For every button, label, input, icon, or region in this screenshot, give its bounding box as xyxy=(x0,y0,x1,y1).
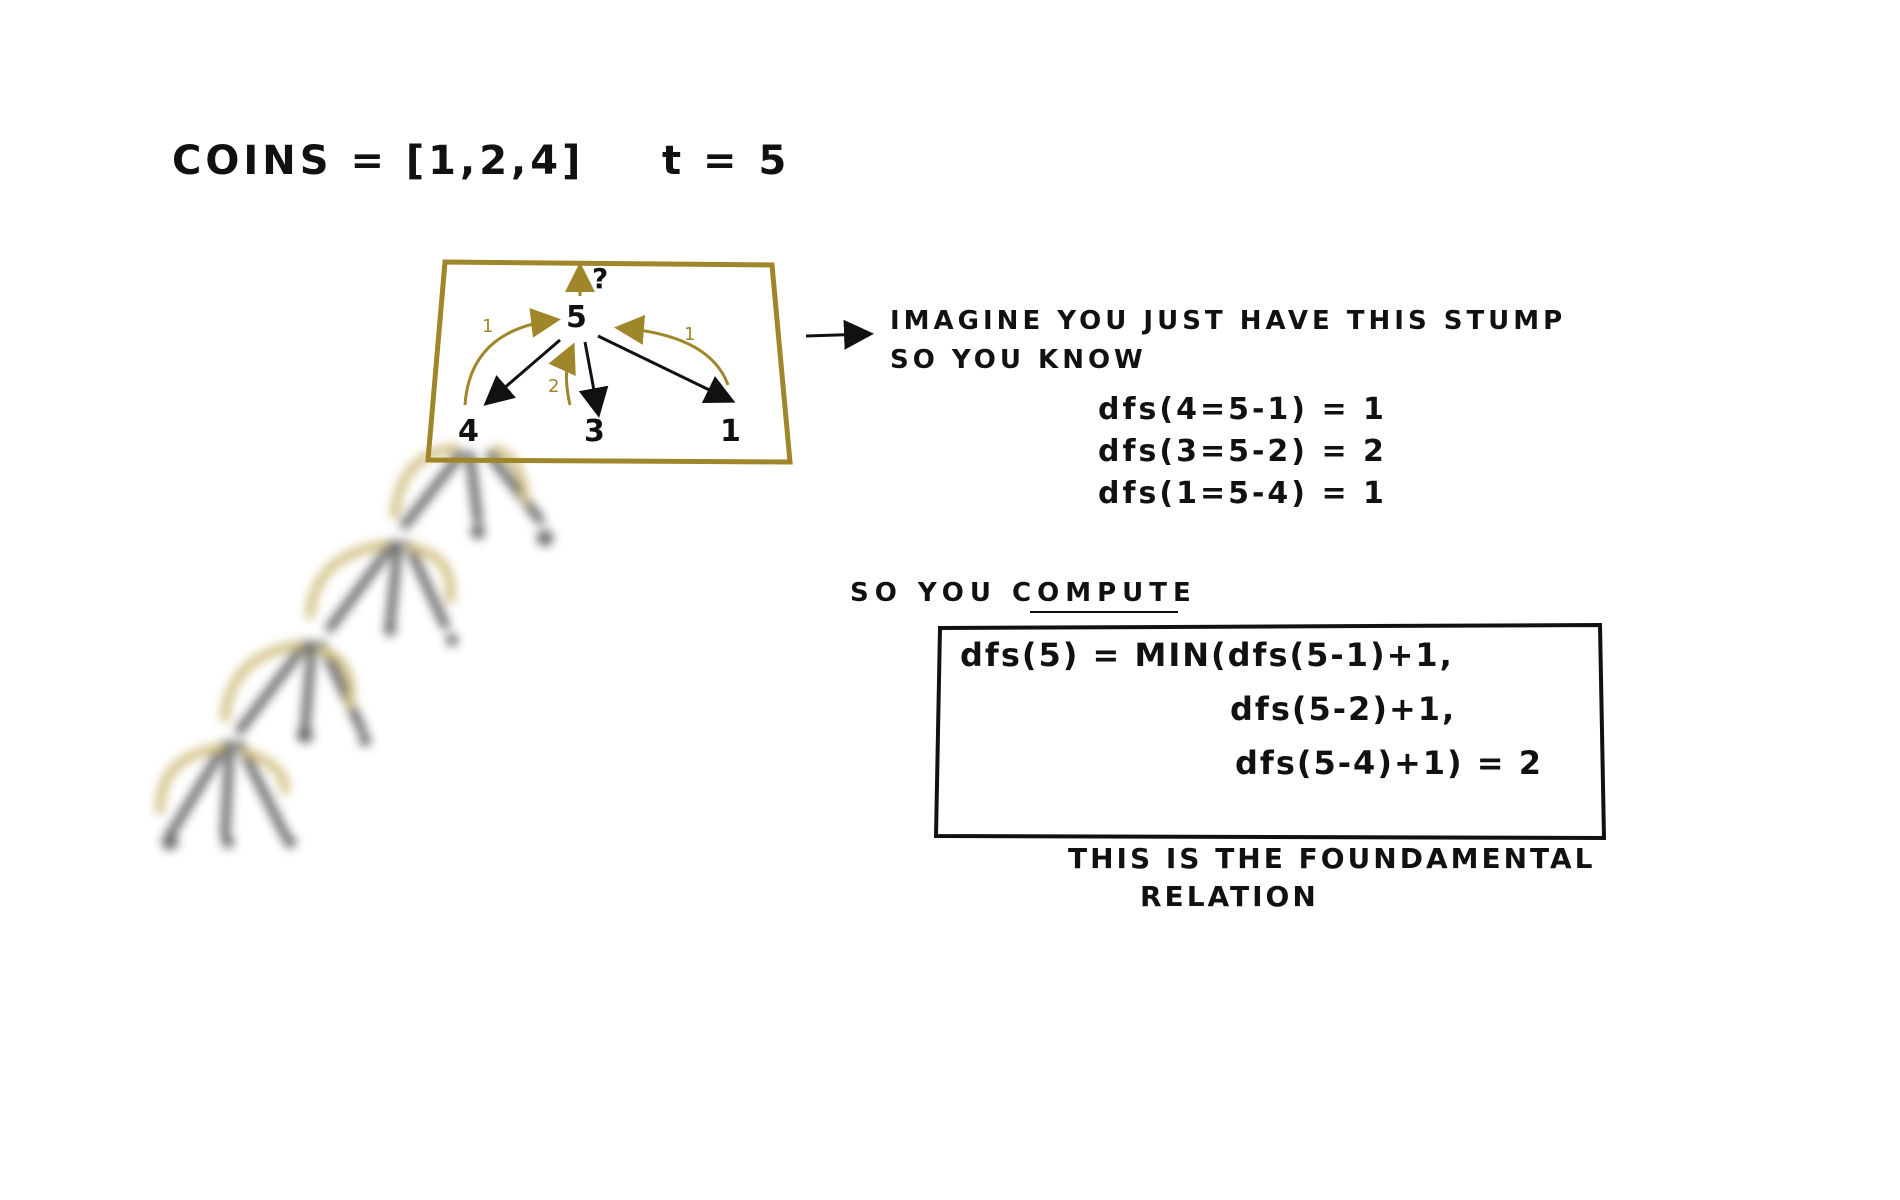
relation-line-1: dfs(5) = MIN(dfs(5-1)+1, xyxy=(960,636,1454,674)
relation-line-3: dfs(5-4)+1) = 2 xyxy=(1235,744,1543,782)
note-line-1: IMAGINE YOU JUST HAVE THIS STUMP xyxy=(890,306,1567,336)
edge-label-right: 1 xyxy=(684,324,698,345)
tree-node-child-3: 3 xyxy=(584,414,607,449)
question-mark: ? xyxy=(592,262,611,295)
footer-line-1: THIS IS THE FOUNDAMENTAL xyxy=(1068,842,1596,875)
compute-label: SO YOU COMPUTE xyxy=(850,578,1197,608)
relation-line-2: dfs(5-2)+1, xyxy=(1230,690,1457,728)
stump-edges xyxy=(483,334,736,418)
stump-return-arrows xyxy=(463,262,730,406)
relation-box xyxy=(933,622,1607,841)
edge-label-left: 1 xyxy=(482,316,496,337)
equation-2: dfs(3=5-2) = 2 xyxy=(1098,434,1387,469)
tree-node-child-1: 1 xyxy=(720,414,743,449)
tree-node-child-4: 4 xyxy=(458,414,481,449)
tree-node-root: 5 xyxy=(566,300,589,335)
footer-line-2: RELATION xyxy=(1140,880,1319,913)
equation-1: dfs(4=5-1) = 1 xyxy=(1098,392,1387,427)
equation-3: dfs(1=5-4) = 1 xyxy=(1098,476,1387,511)
edge-label-middle: 2 xyxy=(548,376,562,397)
blurred-recursion-tree xyxy=(155,443,553,850)
coins-label: COINS = [1,2,4] xyxy=(172,138,585,184)
pointer-arrow xyxy=(805,319,874,350)
target-label: t = 5 xyxy=(662,138,791,184)
note-line-2: SO YOU KNOW xyxy=(890,345,1147,375)
stump-box xyxy=(425,259,793,465)
